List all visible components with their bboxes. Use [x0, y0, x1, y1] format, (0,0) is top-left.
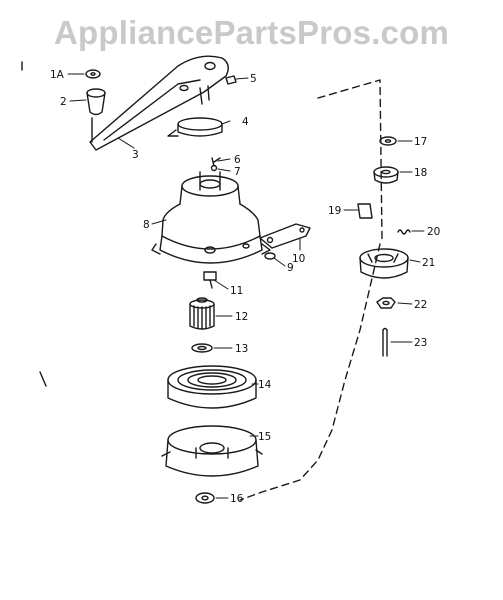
- callout-1a: 1A: [50, 69, 65, 81]
- callout-9: 9: [287, 262, 294, 274]
- callout-14: 14: [258, 379, 272, 391]
- scan-mark: [39, 371, 47, 387]
- callout-17: 17: [414, 136, 427, 148]
- callout-22: 22: [414, 299, 427, 311]
- part-22-nut: [376, 297, 396, 309]
- part-4-clip-ring: [167, 117, 223, 137]
- part-14-recoil-spring: [167, 365, 257, 409]
- part-3-lever-arm: [89, 55, 229, 151]
- part-9-washer: [264, 252, 276, 260]
- part-10-bracket: [259, 223, 311, 249]
- callout-21: 21: [422, 257, 435, 269]
- part-19-pawl: [357, 203, 373, 219]
- part-13-washer: [191, 343, 213, 353]
- callout-19: 19: [328, 205, 341, 217]
- callout-11: 11: [230, 285, 243, 297]
- watermark-text: AppliancePartsPros.com: [53, 14, 450, 51]
- part-18-retainer: [373, 166, 399, 184]
- callout-2: 2: [60, 96, 67, 108]
- callout-4: 4: [242, 116, 249, 128]
- callout-20: 20: [427, 226, 440, 238]
- callout-18: 18: [414, 167, 427, 179]
- callout-labels: 1A 2 3 4 5 6 7 8 9 10 11 12 13 14 15 16 …: [50, 69, 440, 505]
- part-20-spring: [397, 229, 411, 235]
- part-2-knob: [86, 88, 106, 116]
- callout-5: 5: [250, 73, 257, 85]
- callout-10: 10: [292, 253, 305, 265]
- callout-8: 8: [143, 219, 150, 231]
- part-1a-washer: [85, 69, 101, 79]
- callout-7: 7: [234, 166, 241, 178]
- callout-13: 13: [235, 343, 248, 355]
- part-5-pin: [225, 75, 237, 85]
- callout-6: 6: [234, 154, 241, 166]
- part-23-pin: [382, 327, 388, 357]
- callout-16: 16: [230, 493, 244, 505]
- callout-3: 3: [132, 149, 139, 161]
- part-16-washer: [195, 492, 215, 504]
- part-12-pinion-gear: [189, 297, 215, 330]
- part-21-ratchet-cup: [359, 248, 409, 279]
- assembly-dashed-line: [239, 79, 383, 501]
- callout-15: 15: [258, 431, 271, 443]
- leader-lines: [67, 73, 425, 499]
- part-17-washer: [379, 136, 397, 146]
- callout-12: 12: [235, 311, 248, 323]
- part-11-screw: [203, 271, 217, 289]
- callout-23: 23: [414, 337, 427, 349]
- part-6-7-spring: [210, 157, 221, 172]
- part-8-housing: [151, 171, 271, 264]
- part-15-pulley: [161, 425, 263, 477]
